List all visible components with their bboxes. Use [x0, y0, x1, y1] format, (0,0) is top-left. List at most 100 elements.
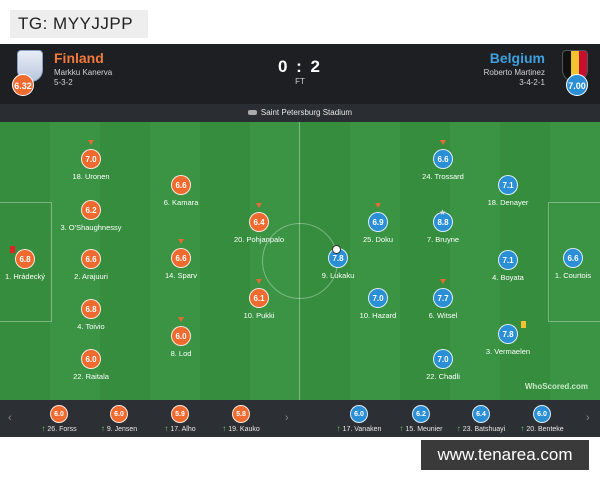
player-rating: 6.4	[472, 405, 490, 423]
home-penalty-box	[0, 202, 52, 322]
bench-player[interactable]: 6.4 ↑23. Batshuayi	[446, 403, 516, 433]
player-rating: 7.8	[498, 324, 518, 344]
sub-out-icon	[440, 279, 446, 284]
home-player[interactable]: 6.8 1. Hrádecký	[0, 246, 65, 281]
player-rating: 6.6	[433, 149, 453, 169]
away-team-rating: 7.00	[566, 74, 588, 96]
player-rating: 8.8	[433, 212, 453, 232]
sub-in-icon: ↑	[336, 424, 341, 433]
player-name: 3. O'Shaughnessy	[60, 223, 122, 232]
away-player[interactable]: 7.8 3. Vermaelen	[468, 321, 548, 356]
bench-player[interactable]: 5.8 ↑19. Kauko	[206, 403, 276, 433]
sub-out-icon	[256, 203, 262, 208]
player-name: 15. Meunier	[405, 426, 443, 433]
sub-out-icon	[256, 279, 262, 284]
player-rating: 6.9	[368, 212, 388, 232]
player-name: 26. Forss	[47, 426, 77, 433]
away-formation: 3-4-2-1	[519, 78, 545, 87]
tg-label: TG: MYYJJPP	[10, 10, 148, 38]
player-name: 20. Pohjanpalo	[233, 235, 285, 244]
whoscored-logo: WhoScored.com	[524, 382, 588, 391]
away-player[interactable]: 7.7 6. Witsel	[403, 279, 483, 320]
player-name: 14. Sparv	[164, 271, 198, 280]
player-name: 6. Witsel	[428, 311, 458, 320]
player-name: 1. Courtois	[554, 271, 592, 280]
away-player[interactable]: 7.0 22. Chadli	[403, 349, 483, 381]
pitch: 6.8 1. Hrádecký 7.0 18. Uronen 6.2 3. O'…	[0, 122, 600, 400]
home-player[interactable]: 6.0 8. Lod	[141, 317, 221, 358]
player-rating: 6.6	[171, 175, 191, 195]
venue-name: Saint Petersburg Stadium	[260, 108, 353, 117]
home-player[interactable]: 6.2 3. O'Shaughnessy	[51, 200, 131, 232]
away-manager: Roberto Martinez	[483, 68, 545, 77]
player-rating: 6.0	[350, 405, 368, 423]
player-rating: 6.1	[249, 288, 269, 308]
sub-out-icon	[178, 239, 184, 244]
home-player[interactable]: 6.8 4. Toivio	[51, 299, 131, 331]
away-penalty-box	[548, 202, 600, 322]
home-player[interactable]: 6.0 22. Raitala	[51, 349, 131, 381]
home-player[interactable]: 6.1 10. Pukki	[219, 279, 299, 320]
player-rating: 6.8	[15, 249, 35, 269]
player-rating: 6.2	[81, 200, 101, 220]
player-name: 7. Bruyne	[426, 235, 460, 244]
player-name: 18. Denayer	[487, 198, 529, 207]
chevron-right-icon[interactable]: ›	[285, 412, 289, 424]
watermark: www.tenarea.com	[421, 440, 589, 470]
bench-player[interactable]: 6.0 ↑20. Benteke	[507, 403, 577, 433]
player-rating: 6.0	[171, 326, 191, 346]
player-name: 22. Chadli	[426, 372, 460, 381]
away-player[interactable]: 6.6 24. Trossard	[403, 140, 483, 181]
player-name: 8. Lod	[170, 349, 192, 358]
home-player[interactable]: 6.6 2. Arajuuri	[51, 249, 131, 281]
bench-bar: ‹ 6.0 ↑26. Forss 6.0 ↑9. Jensen 5.9 ↑17.…	[0, 400, 600, 437]
bench-player[interactable]: 6.0 ↑17. Vanaken	[324, 403, 394, 433]
away-team-name[interactable]: Belgium	[489, 50, 545, 66]
stadium-icon	[247, 110, 257, 116]
player-name: 6. Kamara	[163, 198, 199, 207]
away-player[interactable]: ★ 8.8 7. Bruyne	[403, 208, 483, 244]
home-formation: 5-3-2	[54, 78, 73, 87]
away-player[interactable]: 7.0 10. Hazard	[338, 288, 418, 320]
home-player[interactable]: 6.6 6. Kamara	[141, 175, 221, 207]
player-rating: 7.1	[498, 250, 518, 270]
venue-bar: Saint Petersburg Stadium	[0, 104, 600, 122]
sub-out-icon	[178, 317, 184, 322]
home-player[interactable]: 6.6 14. Sparv	[141, 239, 221, 280]
player-rating: 7.1	[498, 175, 518, 195]
player-rating: 6.2	[412, 405, 430, 423]
player-name: 4. Boyata	[492, 273, 524, 282]
away-player[interactable]: 6.6 1. Courtois	[533, 248, 600, 280]
player-name: 1. Hrádecký	[4, 272, 46, 281]
sub-in-icon: ↑	[399, 424, 404, 433]
sub-in-icon: ↑	[100, 424, 105, 433]
sub-in-icon: ↑	[520, 424, 525, 433]
player-name: 4. Toivio	[77, 322, 105, 331]
chevron-left-icon[interactable]: ‹	[8, 412, 12, 424]
bench-player[interactable]: 6.0 ↑26. Forss	[24, 403, 94, 433]
player-name: 17. Alho	[170, 426, 196, 433]
sub-out-icon	[375, 203, 381, 208]
match-status: FT	[295, 77, 305, 86]
bench-player[interactable]: 5.9 ↑17. Alho	[145, 403, 215, 433]
match-score: 0 : 2	[277, 57, 323, 76]
sub-in-icon: ↑	[41, 424, 46, 433]
home-player[interactable]: 7.0 18. Uronen	[51, 140, 131, 181]
chevron-right-icon[interactable]: ›	[586, 412, 590, 424]
player-rating: 5.8	[232, 405, 250, 423]
home-team-name[interactable]: Finland	[54, 50, 104, 66]
red-card-icon	[10, 246, 15, 253]
bench-player[interactable]: 6.0 ↑9. Jensen	[84, 403, 154, 433]
bench-player[interactable]: 6.2 ↑15. Meunier	[386, 403, 456, 433]
player-name: 10. Hazard	[359, 311, 397, 320]
sub-in-icon: ↑	[456, 424, 461, 433]
away-player[interactable]: 7.1 18. Denayer	[468, 175, 548, 207]
home-player[interactable]: 6.4 20. Pohjanpalo	[219, 203, 299, 244]
away-player[interactable]: 6.9 25. Doku	[338, 203, 418, 244]
player-rating: 6.0	[110, 405, 128, 423]
player-name: 25. Doku	[362, 235, 394, 244]
player-rating: 7.7	[433, 288, 453, 308]
away-player[interactable]: 7.1 4. Boyata	[468, 250, 548, 282]
away-player[interactable]: 7.8 9. Lukaku	[298, 245, 378, 280]
player-name: 10. Pukki	[243, 311, 275, 320]
